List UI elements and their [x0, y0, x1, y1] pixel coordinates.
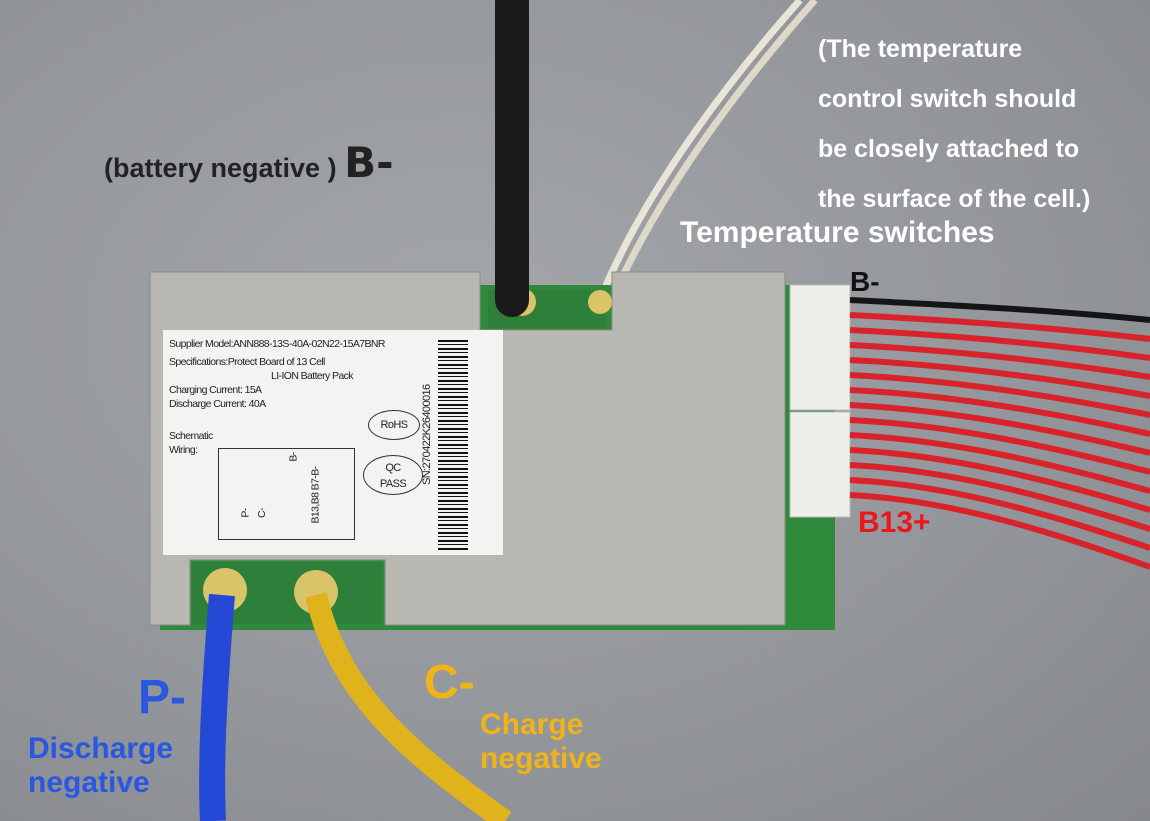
battery-negative-annotation: (battery negative ) B- — [104, 138, 394, 187]
temperature-switches-label: Temperature switches — [680, 216, 995, 249]
schematic-b-minus: B- — [287, 452, 300, 462]
charge-text: negative — [480, 742, 602, 775]
balance-connector — [789, 411, 851, 518]
discharge-label: Discharge negative — [28, 732, 173, 800]
balance-wire — [849, 387, 1150, 437]
balance-wire — [849, 327, 1150, 361]
pass-text: PASS — [379, 478, 407, 490]
temperature-wire — [596, 0, 803, 302]
temperature-wire — [608, 0, 818, 302]
balance-wire — [849, 492, 1150, 570]
balance-wire — [849, 462, 1150, 532]
qc-pass-mark: QC PASS — [363, 455, 423, 495]
balance-wire — [849, 297, 1150, 323]
battery-negative-text: (battery negative ) — [104, 153, 337, 183]
balance-connector — [789, 284, 851, 411]
charge-wire — [305, 592, 512, 821]
spec-label: Supplier Model:ANN888-13S-40A-02N22-15A7… — [163, 330, 503, 555]
temp-note-line: be closely attached to — [818, 135, 1080, 163]
label-specifications: Specifications:Protect Board of 13 Cell — [169, 356, 325, 368]
balance-wire — [849, 312, 1150, 342]
battery-negative-code: B- — [344, 138, 394, 187]
serial-text: SN:270422K26400016 — [421, 384, 433, 485]
discharge-code-label: P- — [138, 671, 186, 724]
charge-code-label: C- — [424, 656, 475, 709]
temp-note-line: control switch should — [818, 85, 1077, 113]
label-specifications-2: LI-ION Battery Pack — [271, 370, 354, 382]
label-charging-current: Charging Current: 15A — [169, 384, 262, 396]
balance-wire — [849, 447, 1150, 513]
balance-wire — [849, 402, 1150, 456]
discharge-text: negative — [28, 766, 150, 799]
balance-wire — [849, 477, 1150, 551]
rohs-mark: RoHS — [368, 410, 420, 440]
balance-wire — [849, 357, 1150, 399]
charge-text: Charge — [480, 708, 584, 741]
schematic-connector: B13,B8 B7-B- — [309, 466, 322, 524]
balance-wire — [849, 372, 1150, 418]
temp-note-line: the surface of the cell.) — [818, 185, 1091, 213]
temperature-note: (The temperature control switch should b… — [818, 24, 1090, 224]
balance-wire — [849, 432, 1150, 494]
schematic-p-minus: P- — [239, 508, 252, 518]
charge-label: Charge negative — [480, 708, 602, 776]
temp-note-line: (The temperature — [818, 35, 1023, 63]
label-discharge-current: Discharge Current: 40A — [169, 398, 266, 410]
balance-b-minus-label: B- — [850, 266, 880, 297]
balance-wire — [849, 417, 1150, 475]
discharge-wire — [199, 593, 235, 821]
label-wiring: Wiring: — [169, 444, 198, 456]
qc-text: QC — [385, 462, 401, 474]
discharge-text: Discharge — [28, 732, 174, 765]
schematic-c-minus: C- — [255, 508, 268, 518]
label-schematic: Schematic — [169, 430, 213, 442]
balance-wire — [849, 342, 1150, 380]
balance-b13-plus-label: B13+ — [858, 506, 931, 539]
balance-wires — [849, 297, 1150, 570]
label-supplier-model: Supplier Model:ANN888-13S-40A-02N22-15A7… — [169, 338, 385, 350]
schematic-box: B- P- C- B13,B8 B7-B- — [218, 448, 355, 540]
barcode — [438, 340, 468, 550]
